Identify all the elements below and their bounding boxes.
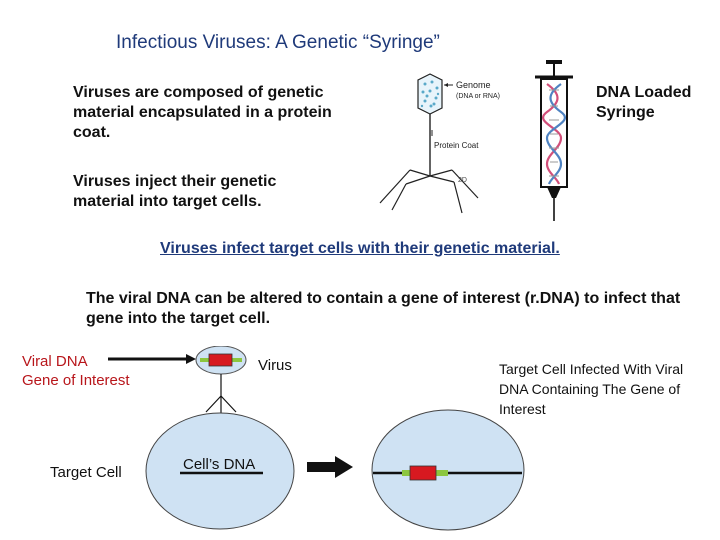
genome-sub-label: (DNA or RNA)	[456, 93, 500, 100]
viral-dna-labels: Viral DNA Gene of Interest	[22, 352, 130, 390]
target-cell-shape	[145, 412, 295, 530]
rdna-text: The viral DNA can be altered to contain …	[86, 290, 681, 327]
syringe-diagram	[535, 60, 573, 221]
phage-genome-dots	[420, 80, 440, 108]
bacteriophage-diagram: Genome (DNA or RNA) Protein Coat 2D	[379, 73, 500, 214]
infected-cell	[371, 409, 525, 531]
transform-arrow	[307, 456, 353, 478]
virus-composition-text: Viruses are composed of genetic material…	[73, 84, 332, 141]
target-cell-label: Target Cell	[50, 464, 122, 481]
phage-leg	[391, 183, 407, 211]
page-title: Infectious Viruses: A Genetic “Syringe”	[116, 32, 440, 53]
center-statement: Viruses infect target cells with their g…	[160, 240, 560, 257]
syringe-barrel	[540, 78, 568, 188]
virus-label: Virus	[258, 357, 292, 374]
syringe-label: DNA Loaded Syringe	[596, 84, 692, 121]
phage-mark: 2D	[458, 177, 467, 184]
viral-dna-label: Viral DNA	[22, 353, 88, 370]
virus-diagram	[108, 346, 247, 414]
gene-of-interest-label: Gene of Interest	[22, 372, 130, 389]
inserted-gene-block	[409, 465, 437, 481]
syringe-plunger-top	[546, 60, 562, 64]
virus-injection-text: Viruses inject their genetic material in…	[73, 173, 277, 210]
cells-dna-label: Cell’s DNA	[183, 456, 256, 473]
phage-leg	[453, 181, 463, 214]
protein-coat-label: Protein Coat	[434, 141, 479, 150]
target-cell	[145, 412, 295, 530]
dna-strand-a	[542, 83, 563, 185]
infected-cell-label: Target Cell Infected With Viral DNA Cont…	[499, 361, 684, 417]
phage-leg	[451, 169, 479, 199]
gene-of-interest-block	[208, 353, 233, 367]
genome-label: Genome	[456, 80, 491, 90]
dna-strand-b	[545, 83, 566, 185]
phage-leg	[379, 169, 411, 204]
